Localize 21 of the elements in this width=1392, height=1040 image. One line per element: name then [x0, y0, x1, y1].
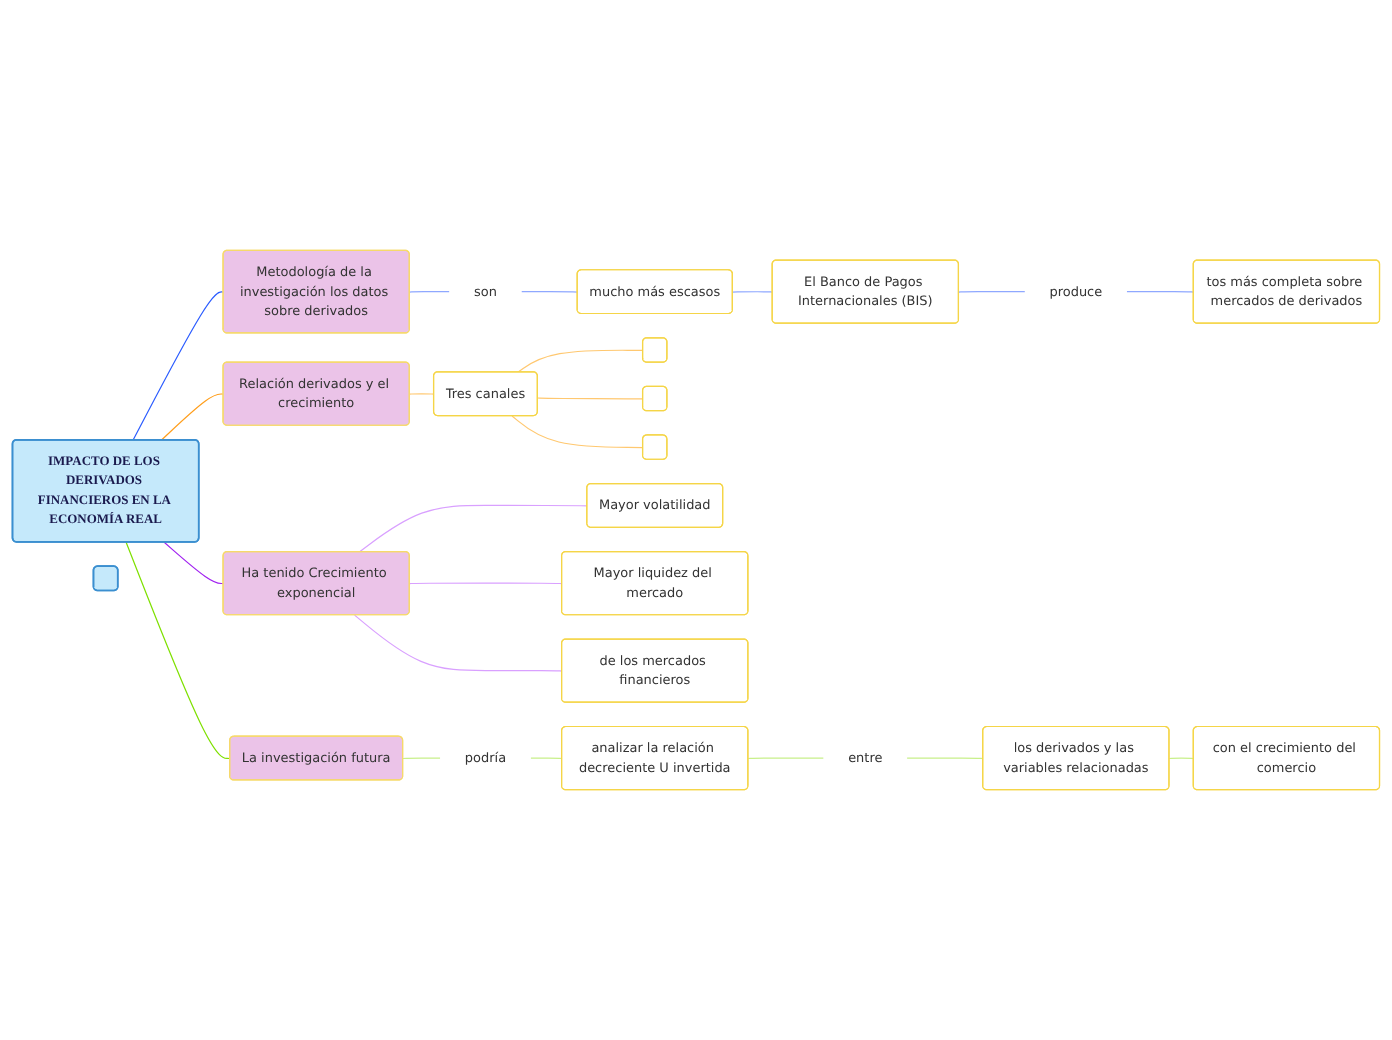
- connector: [1125, 291, 1195, 293]
- connector: [537, 397, 644, 400]
- connector: [409, 291, 451, 293]
- connector: [520, 291, 579, 293]
- connector: [358, 504, 588, 553]
- connector: [132, 291, 225, 441]
- connector: [732, 291, 774, 293]
- connector: [402, 757, 442, 760]
- connector: [511, 415, 644, 449]
- connector: [125, 541, 231, 760]
- connector: [958, 291, 1026, 293]
- connector: [529, 757, 563, 760]
- connector: [1168, 757, 1195, 760]
- connector: [517, 349, 644, 373]
- connector: [906, 757, 984, 760]
- connector: [747, 757, 825, 760]
- connector: [163, 541, 225, 585]
- connector: [409, 393, 435, 395]
- connector: [409, 582, 563, 585]
- connector: [160, 393, 225, 441]
- connector: [353, 614, 563, 672]
